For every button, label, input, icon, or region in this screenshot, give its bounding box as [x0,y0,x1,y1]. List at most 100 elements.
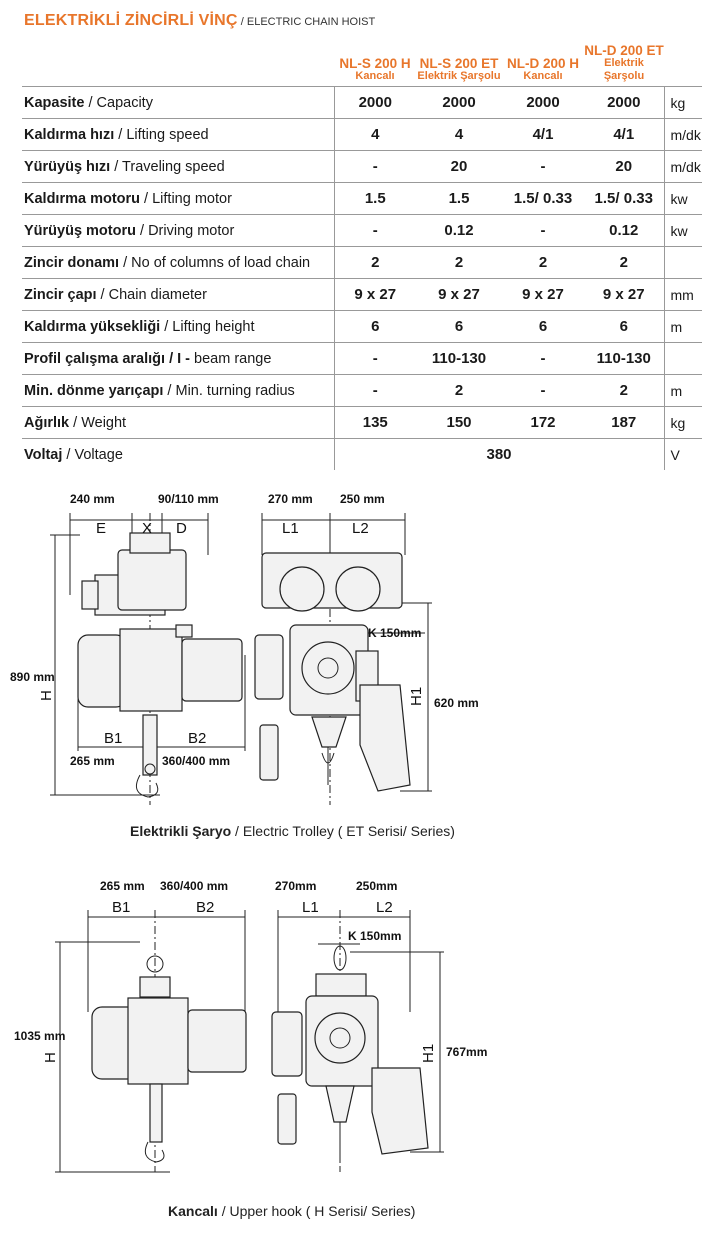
table-cell-value: 6 [416,310,502,343]
table-cell-unit: kw [663,182,702,215]
table-cell-value: 2 [584,374,664,407]
unit-header [664,44,702,87]
header-empty [22,44,334,87]
label-b2: B2 [196,899,214,916]
table-cell-value: 4/1 [584,118,664,151]
table-cell-value: 0.12 [416,214,502,247]
table-cell-value: 0.12 [584,214,664,247]
dim-h1-mm: 767mm [446,1045,487,1059]
table-cell-value: 6 [502,310,584,343]
table-cell-value: 150 [416,406,502,439]
dim-e-mm: 240 mm [70,492,115,506]
table-cell-value: 2000 [334,86,416,119]
label-e: E [96,520,106,537]
voltage-value: 380 [486,446,512,463]
table-row: Profil çalışma aralığı / I - beam range-… [22,342,702,375]
table-cell-label: Voltaj / Voltage [22,438,335,470]
table-cell-unit: V [663,438,702,470]
label-h1: H1 [420,1044,437,1063]
table-cell-value: 9 x 27 [502,278,584,311]
table-cell-value: - [334,374,416,407]
table-cell-value: - [502,214,584,247]
title-separator: / [237,16,247,28]
label-h1: H1 [408,687,425,706]
table-cell-value: - [502,150,584,183]
dim-b1-mm: 265 mm [100,879,145,893]
table-cell-value: 20 [416,150,502,183]
table-cell-value: 2 [502,246,584,279]
label-h: H [42,1052,59,1063]
dim-l2-mm: 250mm [356,879,397,893]
table-cell-value: 4/1 [502,118,584,151]
table-cell-label: Yürüyüş hızı / Traveling speed [22,150,335,183]
caption-electric-trolley: Elektrikli Şaryo / Electric Trolley ( ET… [130,823,455,839]
table-cell-value: - [334,150,416,183]
table-cell-value: - [334,342,416,375]
table-cell-value: 4 [334,118,416,151]
table-cell-value: 2 [416,374,502,407]
table-cell-label: Zincir çapı / Chain diameter [22,278,335,311]
table-cell-value: 1.5/ 0.33 [584,182,664,215]
title-turkish: ELEKTRİKLİ ZİNCİRLİ VİNÇ [24,12,238,29]
table-cell-value: 135 [334,406,416,439]
dim-b1-mm: 265 mm [70,754,115,768]
table-row: Zincir donamı / No of columns of load ch… [22,246,702,279]
dim-k-mm: K 150mm [368,626,421,640]
title-english: ELECTRIC CHAIN HOIST [246,16,376,28]
table-cell-unit: kw [663,214,702,247]
table-cell-unit: kg [663,86,702,119]
label-x: X [142,520,152,537]
table-cell-value: 2000 [502,86,584,119]
caption-upper-hook: Kancalı / Upper hook ( H Serisi/ Series) [168,1203,416,1219]
table-cell-value: 9 x 27 [584,278,664,311]
table-cell-label: Kapasite / Capacity [22,86,335,119]
dim-h-mm: 1035 mm [14,1029,65,1043]
table-cell-unit [663,246,702,279]
table-cell-value: 9 x 27 [416,278,502,311]
table-cell-label: Min. dönme yarıçapı / Min. turning radiu… [22,374,335,407]
dim-xd-mm: 90/110 mm [158,492,219,506]
table-cell-unit: mm [663,278,702,311]
dim-h-mm: 890 mm [10,670,55,684]
table-cell-value: 9 x 27 [334,278,416,311]
table-cell-value: 172 [502,406,584,439]
dim-l2-mm: 250 mm [340,492,385,506]
dim-h1-mm: 620 mm [434,696,479,710]
page-title: ELEKTRİKLİ ZİNCİRLİ VİNÇ / ELECTRIC CHAI… [24,12,375,30]
upper-hook-drawing: 265 mm 360/400 mm 270mm 250mm B1 B2 L1 L… [14,879,487,1173]
dim-b2-mm: 360/400 mm [160,879,228,893]
table-cell-label: Kaldırma hızı / Lifting speed [22,118,335,151]
voltage-row: Voltaj / Voltage 380 V [22,438,702,470]
table-cell-label: Kaldırma yüksekliği / Lifting height [22,310,335,343]
table-cell-value: 2 [584,246,664,279]
table-cell-label: Ağırlık / Weight [22,406,335,439]
dim-b2-mm: 360/400 mm [162,754,230,768]
label-l1: L1 [282,520,299,537]
table-cell-label: Profil çalışma aralığı / I - beam range [22,342,335,375]
table-cell-unit: m [663,374,702,407]
table-cell-value: 1.5 [334,182,416,215]
dim-l1-mm: 270 mm [268,492,313,506]
table-cell-value: 110-130 [416,342,502,375]
table-cell-value: 110-130 [584,342,664,375]
dim-l1-mm: 270mm [275,879,316,893]
table-cell-label: Zincir donamı / No of columns of load ch… [22,246,335,279]
table-cell-unit: kg [663,406,702,439]
table-cell-unit [663,342,702,375]
label-b2: B2 [188,730,206,747]
table-cell-value: - [502,342,584,375]
label-l1: L1 [302,899,319,916]
label-l2: L2 [376,899,393,916]
table-cell-value: 1.5 [416,182,502,215]
table-cell-unit: m/dk [663,118,702,151]
